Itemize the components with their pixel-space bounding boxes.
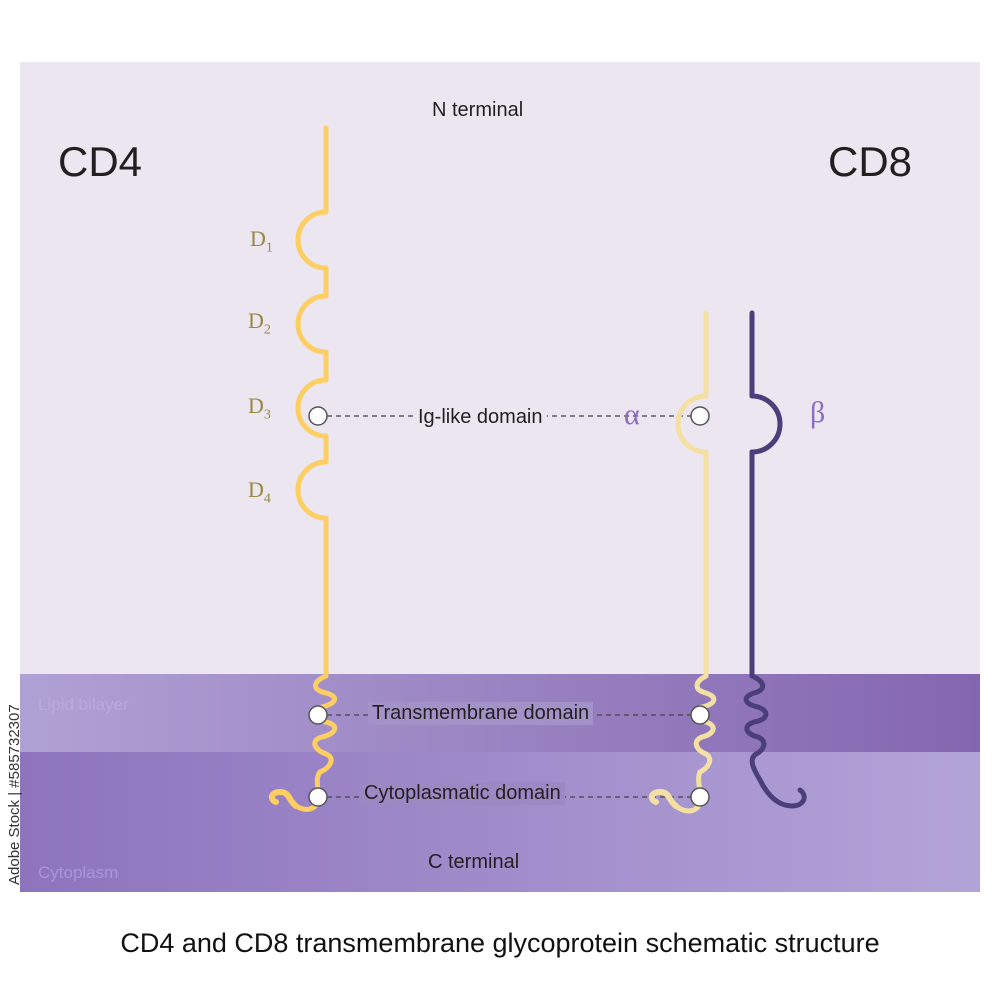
cd8-beta-chain	[743, 310, 807, 809]
domain-markers	[308, 406, 710, 807]
cd4-tm-marker	[308, 705, 328, 725]
n-terminal-label: N terminal	[432, 99, 524, 121]
cd4-ig-marker	[308, 406, 328, 426]
lipid-bilayer-label: Lipid bilayer	[38, 695, 129, 714]
ig-like-domain-label: Ig-like domain	[414, 406, 547, 429]
cd4-domain-4-label: D4	[248, 477, 271, 507]
cd4-cyto-marker	[308, 787, 328, 807]
transmembrane-domain-label: Transmembrane domain	[368, 702, 594, 725]
cd4-domain-3-label: D3	[248, 393, 271, 423]
cd8-title: CD8	[828, 138, 913, 185]
cd4-domain-2-label: D2	[248, 308, 271, 338]
cytoplasm-label: Cytoplasm	[38, 863, 119, 882]
cytoplasmatic-domain-label: Cytoplasmatic domain	[360, 782, 565, 805]
cd8-tm-marker	[690, 705, 710, 725]
cd8-alpha-label: α	[624, 398, 640, 431]
c-terminal-label: C terminal	[428, 851, 520, 873]
cd4-title: CD4	[58, 138, 143, 185]
cd8-cyto-marker	[690, 787, 710, 807]
cd8-ig-marker	[690, 406, 710, 426]
extracellular-region	[20, 62, 980, 676]
figure-caption: CD4 and CD8 transmembrane glycoprotein s…	[120, 928, 880, 958]
cytoplasm-region	[20, 752, 980, 892]
cd8-beta-label: β	[810, 396, 826, 429]
stock-id: Adobe Stock | #585732307	[6, 704, 23, 885]
cd4-domain-1-label: D1	[250, 226, 273, 256]
